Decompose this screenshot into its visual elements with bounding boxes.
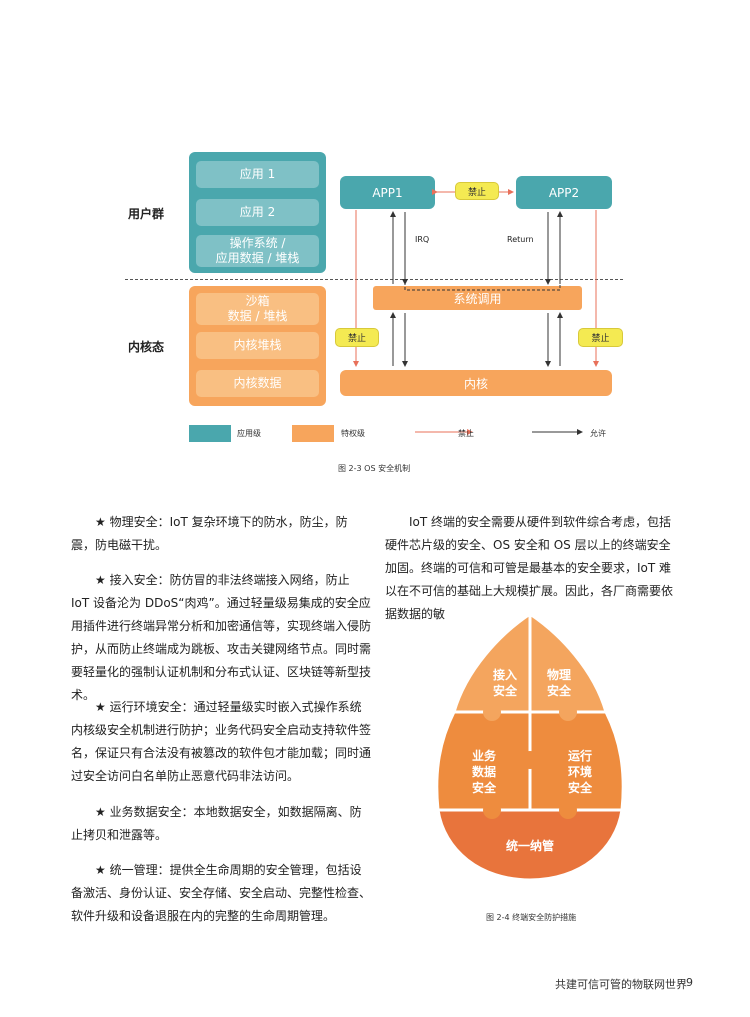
forbid-top-tag: 禁止 (455, 182, 499, 200)
para-runtime-security: ★ 运行环境安全：通过轻量级实时嵌入式操作系统内核级安全机制进行防护；业务代码安… (71, 700, 372, 783)
legend-app-swatch (189, 425, 231, 442)
page-number: 9 (686, 976, 693, 989)
legend-app-label: 应用级 (237, 429, 261, 438)
para-access-security: ★ 接入安全：防仿冒的非法终端接入网络，防止 IoT 设备沦为 DDoS“肉鸡”… (71, 573, 372, 702)
irq-label: IRQ (415, 235, 430, 244)
drop-diagram (435, 611, 625, 882)
label-physical: 物理 安全 (546, 668, 571, 698)
app1-box: APP1 (340, 176, 435, 209)
legend-privileged-label: 特权级 (341, 429, 365, 438)
user-space-box: 应用 1 应用 2 操作系统 / 应用数据 / 堆栈 (189, 152, 326, 273)
label-business-data: 业务 数据 安全 (471, 749, 496, 795)
forbid-left-tag: 禁止 (335, 328, 379, 347)
label-access: 接入 安全 (492, 668, 517, 698)
para-unified-management: ★ 统一管理：提供全生命周期的安全管理，包括设备激活、身份认证、安全存储、安全启… (71, 863, 372, 923)
label-unified: 统一纳管 (505, 839, 554, 853)
para-physical-security: ★ 物理安全：IoT 复杂环境下的防水，防尘，防震，防电磁干扰。 (71, 515, 348, 552)
block-unified (436, 808, 624, 882)
sandbox-block: 沙箱 数据 / 堆栈 (196, 293, 319, 325)
kernel-space-box: 沙箱 数据 / 堆栈 内核堆栈 内核数据 (189, 286, 326, 406)
user-kernel-divider (125, 279, 623, 280)
kernel-box: 内核 (340, 370, 612, 396)
legend-privileged-swatch (292, 425, 334, 442)
figure1-caption: 图 2-3 OS 安全机制 (338, 464, 411, 473)
return-label: Return (507, 235, 534, 244)
legend-allow-label: 允许 (590, 429, 606, 438)
label-runtime-env: 运行 环境 安全 (567, 749, 592, 795)
legend-forbid-label: 禁止 (458, 429, 474, 438)
user-group-label: 用户群 (128, 207, 165, 221)
app2-box: APP2 (516, 176, 612, 209)
figure2-caption: 图 2-4 终端安全防护措施 (486, 913, 577, 922)
app2-block: 应用 2 (196, 199, 319, 226)
para-right-intro: IoT 终端的安全需要从硬件到软件综合考虑，包括硬件芯片级的安全、OS 安全和 … (385, 515, 674, 621)
para-data-security: ★ 业务数据安全：本地数据安全，如数据隔离、防止拷贝和泄露等。 (71, 805, 362, 842)
forbid-right-tag: 禁止 (578, 328, 623, 347)
os-data-block: 操作系统 / 应用数据 / 堆栈 (196, 235, 319, 267)
flow-arrows (353, 189, 599, 435)
kernel-label: 内核态 (128, 340, 165, 354)
kernel-stack-block: 内核堆栈 (196, 332, 319, 359)
app1-block: 应用 1 (196, 161, 319, 188)
kernel-data-block: 内核数据 (196, 370, 319, 397)
footer-title: 共建可信可管的物联网世界 (555, 978, 687, 991)
